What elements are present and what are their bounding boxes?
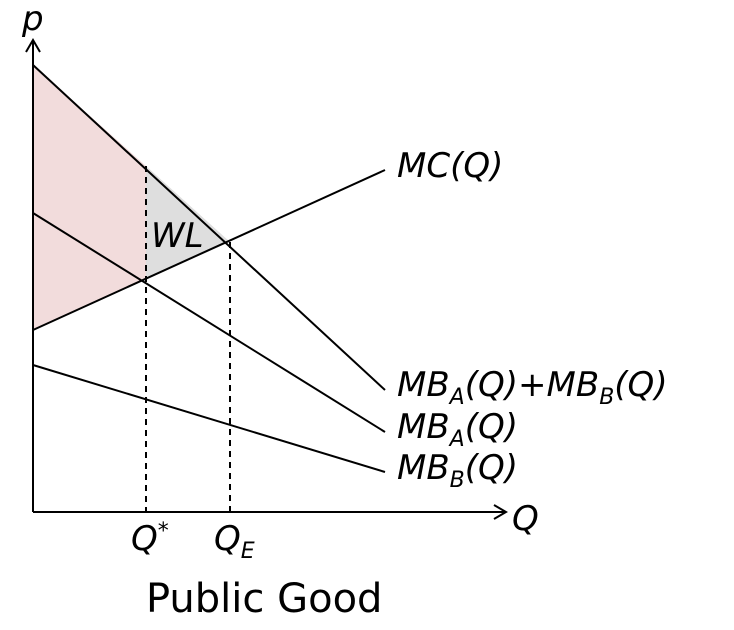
mb-a-main: MB — [397, 407, 450, 447]
mb-a-label: MBA(Q) — [397, 407, 518, 452]
mb-b-sub: B — [450, 468, 465, 493]
mb-b-curve — [32, 364, 386, 473]
y-axis-arrowhead — [25, 38, 41, 53]
mb-sum-label: MBA(Q)+MBB(Q) — [397, 365, 668, 410]
x-axis-arrowhead — [493, 504, 508, 520]
q-star-main: Q — [131, 519, 158, 559]
mb-sum-b-rest: (Q) — [614, 365, 667, 405]
q-e-tick-label: QE — [214, 519, 255, 564]
y-axis-label: p — [21, 0, 44, 39]
mb-a-rest: (Q) — [465, 407, 518, 447]
mc-label: MC(Q) — [397, 146, 503, 186]
mb-b-label: MBB(Q) — [397, 448, 518, 493]
q-e-main: Q — [214, 519, 241, 559]
q-star-tick-label: Q* — [131, 519, 169, 559]
mc-curve — [32, 169, 386, 331]
mb-b-rest: (Q) — [465, 448, 518, 488]
mb-sum-a-rest: (Q) — [465, 365, 518, 405]
q-star-sup: * — [158, 519, 169, 544]
q-e-sub: E — [241, 539, 255, 564]
mb-sum-curve — [32, 64, 386, 391]
mb-sum-a-sub: A — [448, 385, 465, 410]
surplus-region — [33, 65, 146, 330]
mb-sum-plus: + — [518, 365, 547, 405]
mb-sum-b-sub: B — [599, 385, 614, 410]
welfare-loss-label: WL — [151, 216, 204, 256]
mb-sum-a-main: MB — [397, 365, 450, 405]
mb-a-curve — [32, 212, 386, 433]
x-axis-label: Q — [512, 499, 539, 539]
mb-a-sub: A — [448, 427, 465, 452]
mb-sum-b-main: MB — [547, 365, 600, 405]
caption: Public Good — [146, 576, 382, 622]
mb-b-main: MB — [397, 448, 450, 488]
